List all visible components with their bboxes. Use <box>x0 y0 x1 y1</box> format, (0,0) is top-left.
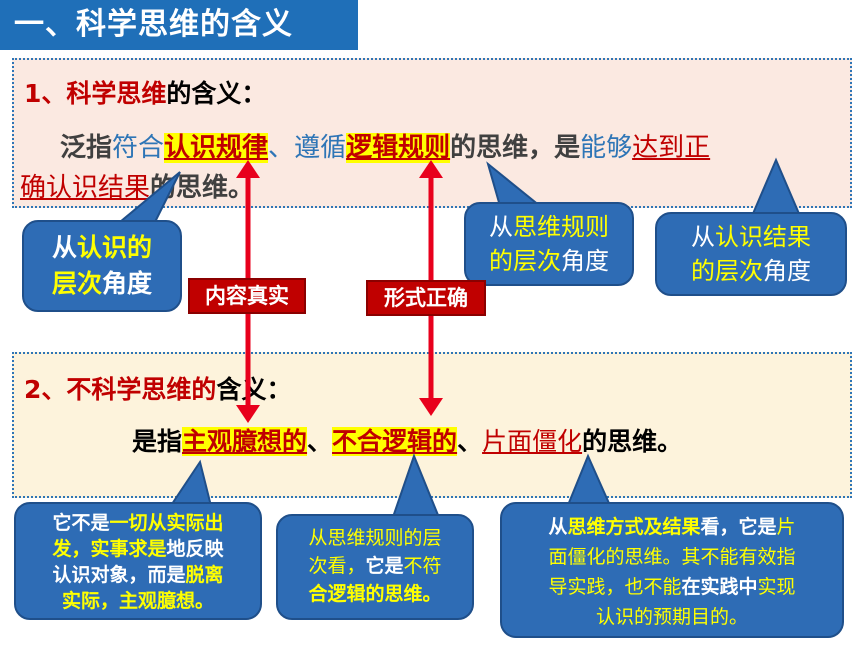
p1-c: 认识规律 <box>164 133 269 163</box>
bubble-bl-3b: 脱离 <box>185 564 224 586</box>
bubble-bm-2c: 不符 <box>403 555 442 577</box>
p2-d: 不合逻辑的 <box>332 427 458 456</box>
bubble-bl-2a: 发，实事求是 <box>52 538 167 560</box>
p2-a: 是指 <box>132 427 183 456</box>
p2-f: 片面僵化 <box>482 427 583 456</box>
section2-heading-mid: 的 <box>191 375 217 404</box>
bubble-bl-2b: 地反映 <box>166 538 224 560</box>
bubble-bl-1a: 它不是 <box>52 512 110 534</box>
bubble-tm-a: 从 <box>489 213 513 241</box>
p1-b: 符合 <box>112 133 165 163</box>
section2-heading-term: 不科学思维 <box>66 375 192 404</box>
bubble-thinking-rules: 从思维规则的层次角度 <box>464 202 634 286</box>
bubble-bl-1b: 一切从实际出 <box>109 512 224 534</box>
bubble-bm-3: 合逻辑的思维。 <box>308 583 442 605</box>
section2-heading-num: 2、 <box>24 375 67 404</box>
p2-b: 主观臆想的 <box>182 427 308 456</box>
bubble-br-1b: 思维方式及结果 <box>567 516 701 538</box>
bubble-tr-b: 认识结果 <box>715 223 811 251</box>
content-true-tag: 内容真实 <box>188 278 306 314</box>
form-arrow-head-down <box>419 398 443 416</box>
p2-c: 、 <box>307 427 333 456</box>
bubble-tail <box>750 157 802 217</box>
form-arrow-head-up <box>419 160 443 178</box>
bubble-br-4: 认识的预期目的。 <box>595 606 748 628</box>
bubble-illogical: 从思维规则的层次看，它是不符合逻辑的思维。 <box>276 514 474 620</box>
bubble-tm-b: 思维规则 <box>513 213 609 241</box>
section1-paragraph: 泛指符合认识规律、遵循逻辑规则的思维，是能够达到正确认识结果的思维。 <box>20 128 848 208</box>
p1-i: 达到正 <box>632 133 711 163</box>
bubble-bm-2b: 它是 <box>365 555 404 577</box>
bubble-cognition-result: 从认识结果的层次角度 <box>655 212 847 296</box>
bubble-tr-d: 角度 <box>763 257 811 285</box>
bubble-tr-c: 的层次 <box>691 257 763 285</box>
section1-heading-term: 科学思维 <box>66 79 167 108</box>
section2-heading: 2、不科学思维的含义： <box>24 370 291 406</box>
bubble-tm-d: 角度 <box>561 247 609 275</box>
bubble-tr-a: 从 <box>691 223 715 251</box>
bubble-br-1a: 从 <box>548 516 568 538</box>
p1-h: 能够 <box>580 133 633 163</box>
bubble-br-3a: 导实践，也不能 <box>548 576 682 598</box>
p1-e: 遵循 <box>294 133 347 163</box>
bubble-br-1d: 片 <box>776 516 796 538</box>
bubble-tail <box>486 161 543 207</box>
form-correct-tag: 形式正确 <box>366 280 486 316</box>
bubble-bm-1: 从思维规则的层 <box>308 527 442 549</box>
section1-heading-rest: 的含义： <box>166 79 267 108</box>
p2-e: 、 <box>457 427 483 456</box>
bubble-tm-c: 的层次 <box>489 247 561 275</box>
bubble-br-2b: 不能有效指 <box>700 546 796 568</box>
section2-paragraph: 是指主观臆想的、不合逻辑的、片面僵化的思维。 <box>132 422 682 458</box>
bubble-tl-b: 认识的 <box>77 233 153 262</box>
p2-g: 的思维。 <box>582 427 683 456</box>
bubble-br-3c: 实现 <box>757 576 796 598</box>
p1-d: 、 <box>268 133 295 163</box>
p1-a: 泛指 <box>60 133 113 163</box>
bubble-cognition-level: 从认识的层次角度 <box>22 220 182 312</box>
bubble-bl-4: 实际，主观臆想。 <box>61 590 214 612</box>
section2-heading-rest: 含义： <box>216 375 292 404</box>
section1-box: 1、科学思维的含义： 泛指符合认识规律、遵循逻辑规则的思维，是能够达到正确认识结… <box>12 58 852 208</box>
bubble-br-3b: 在实践中 <box>681 576 758 598</box>
bubble-br-1c: 看，它是 <box>700 516 777 538</box>
page-title: 一、科学思维的含义 <box>0 0 358 50</box>
bubble-tl-a: 从 <box>51 233 77 262</box>
section1-heading-num: 1、 <box>24 79 67 108</box>
bubble-rigid: 从思维方式及结果看，它是片面僵化的思维。其不能有效指导实践，也不能在实践中实现认… <box>500 502 844 638</box>
content-arrow-head-down <box>236 405 260 423</box>
p1-g: 的思维，是 <box>450 133 581 163</box>
content-arrow-head-up <box>236 160 260 178</box>
bubble-tl-c: 层次 <box>51 269 102 298</box>
bubble-tail <box>390 453 442 521</box>
bubble-br-2a: 面僵化的思维。其 <box>548 546 701 568</box>
bubble-tl-d: 角度 <box>102 269 153 298</box>
p1-f: 逻辑规则 <box>346 133 451 163</box>
bubble-subjective: 它不是一切从实际出发，实事求是地反映认识对象，而是脱离实际，主观臆想。 <box>14 502 262 620</box>
bubble-bm-2a: 次看， <box>308 555 366 577</box>
p1-j: 确认识结果 <box>20 173 151 203</box>
bubble-bl-3a: 认识对象，而是 <box>52 564 186 586</box>
section1-heading: 1、科学思维的含义： <box>24 74 266 110</box>
